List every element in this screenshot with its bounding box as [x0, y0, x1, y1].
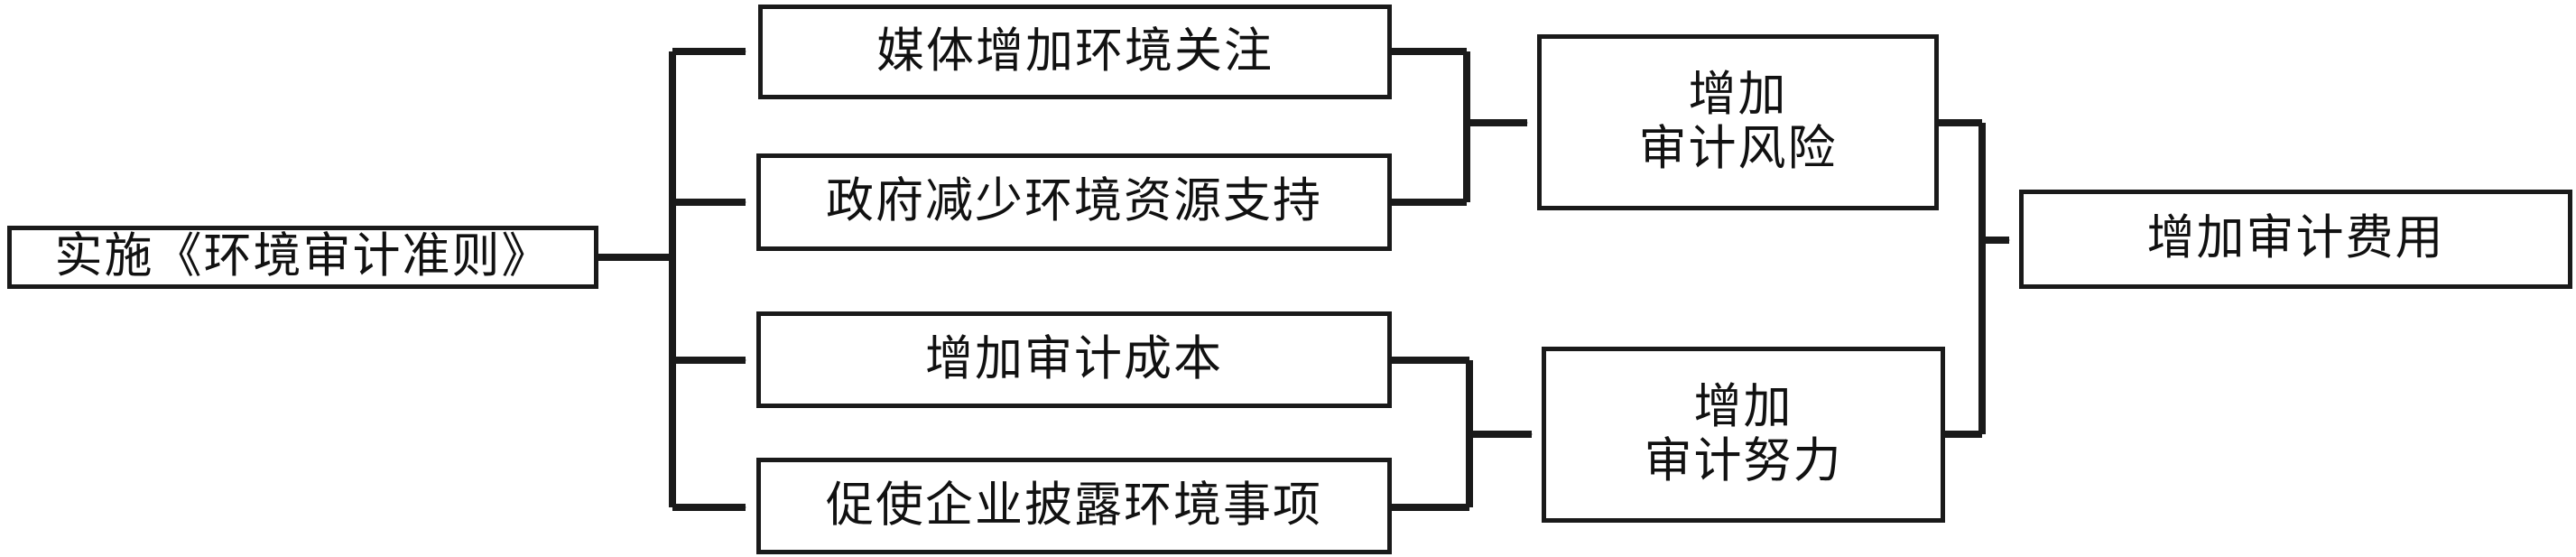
node-effort-label: 增加 审计努力	[1644, 381, 1843, 487]
node-disclosure-label: 促使企业披露环境事项	[826, 478, 1322, 532]
node-cost[interactable]: 增加审计成本	[756, 311, 1392, 408]
node-disclosure[interactable]: 促使企业披露环境事项	[756, 458, 1392, 554]
edge-merge-to-effort	[1392, 357, 1533, 511]
edge-merge-to-risk	[1392, 48, 1528, 206]
node-effort[interactable]: 增加 审计努力	[1542, 347, 1945, 523]
node-cost-label: 增加审计成本	[925, 332, 1223, 385]
node-media-label: 媒体增加环境关注	[876, 24, 1274, 78]
edge-merge-to-fee	[1939, 119, 2010, 438]
node-source-label: 实施《环境审计准则》	[54, 230, 551, 283]
node-government-label: 政府减少环境资源支持	[826, 175, 1322, 228]
node-risk-label: 增加 审计风险	[1638, 69, 1838, 175]
edge-source-fanout	[598, 48, 746, 511]
node-source[interactable]: 实施《环境审计准则》	[7, 226, 598, 289]
node-government[interactable]: 政府减少环境资源支持	[756, 153, 1392, 251]
node-fee-label: 增加审计费用	[2146, 212, 2445, 265]
node-fee[interactable]: 增加审计费用	[2019, 190, 2572, 289]
node-risk[interactable]: 增加 审计风险	[1537, 34, 1939, 210]
node-media[interactable]: 媒体增加环境关注	[758, 5, 1392, 99]
